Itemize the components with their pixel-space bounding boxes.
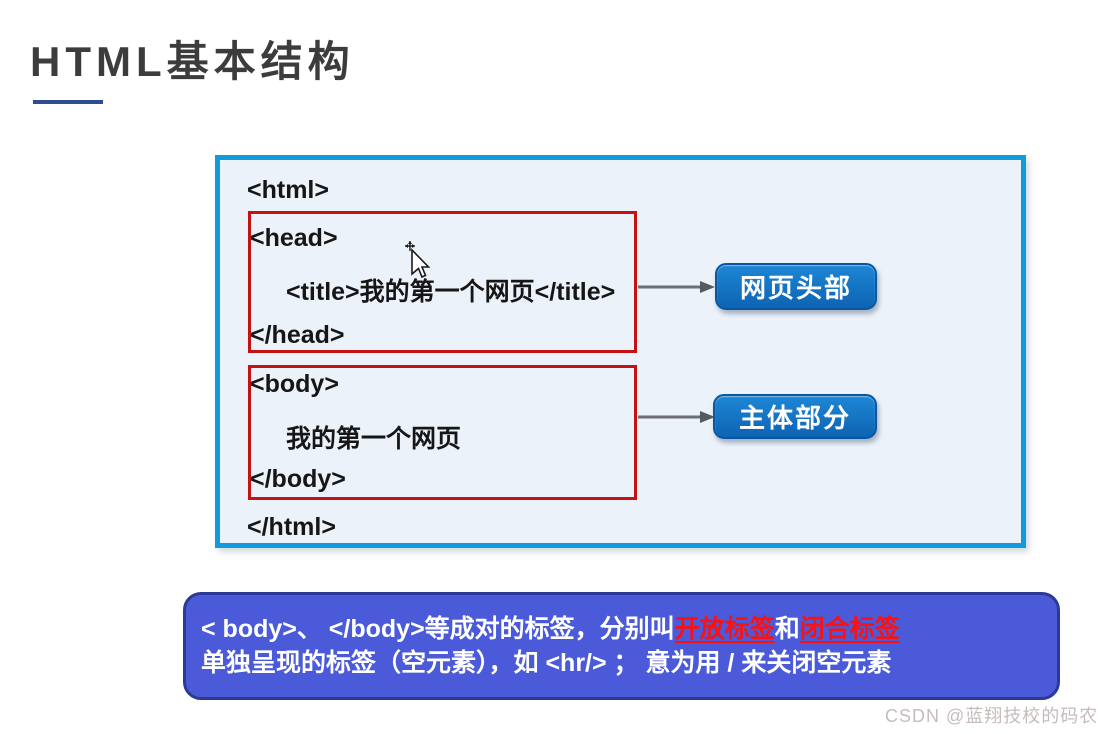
note-line1-lead: < body>、 </body>等成对的标签，分别叫 bbox=[201, 615, 675, 643]
note-open-tag-term: 开放标签 bbox=[674, 615, 775, 643]
note-line-1: < body>、 </body>等成对的标签，分别叫开放标签和闭合标签 bbox=[201, 612, 1043, 646]
watermark: CSDN @蓝翔技校的码农 bbox=[885, 706, 1099, 726]
note-close-tag-term: 闭合标签 bbox=[799, 615, 900, 643]
head-section-box bbox=[248, 211, 637, 353]
head-open-tag-text: <head> bbox=[250, 224, 338, 252]
body-label-badge: 主体部分 bbox=[713, 394, 877, 439]
arrow-to-body-label bbox=[638, 411, 715, 423]
body-section-box bbox=[248, 365, 637, 500]
page-title: HTML基本结构 bbox=[30, 38, 355, 85]
html-close-tag-text: </html> bbox=[247, 513, 336, 541]
html-open-tag-text: <html> bbox=[247, 176, 329, 204]
body-content-text: 我的第一个网页 bbox=[286, 425, 462, 453]
title-tag-text: <title>我的第一个网页</title> bbox=[286, 278, 616, 306]
body-label-text: 主体部分 bbox=[738, 403, 851, 433]
arrow-to-head-label bbox=[638, 281, 715, 293]
body-open-tag-text: <body> bbox=[250, 370, 339, 398]
note-conjunction: 和 bbox=[774, 615, 800, 643]
mouse-cursor-icon bbox=[405, 241, 431, 279]
title-underline bbox=[33, 100, 103, 104]
body-close-tag-text: </body> bbox=[250, 465, 346, 493]
head-close-tag-text: </head> bbox=[250, 321, 345, 349]
head-label-text: 网页头部 bbox=[739, 273, 852, 303]
note-line-2: 单独呈现的标签（空元素），如 <hr/> ； 意为用 / 来关闭空元素 bbox=[201, 649, 892, 677]
note-box: < body>、 </body>等成对的标签，分别叫开放标签和闭合标签 单独呈现… bbox=[183, 592, 1060, 700]
head-label-badge: 网页头部 bbox=[715, 263, 877, 310]
